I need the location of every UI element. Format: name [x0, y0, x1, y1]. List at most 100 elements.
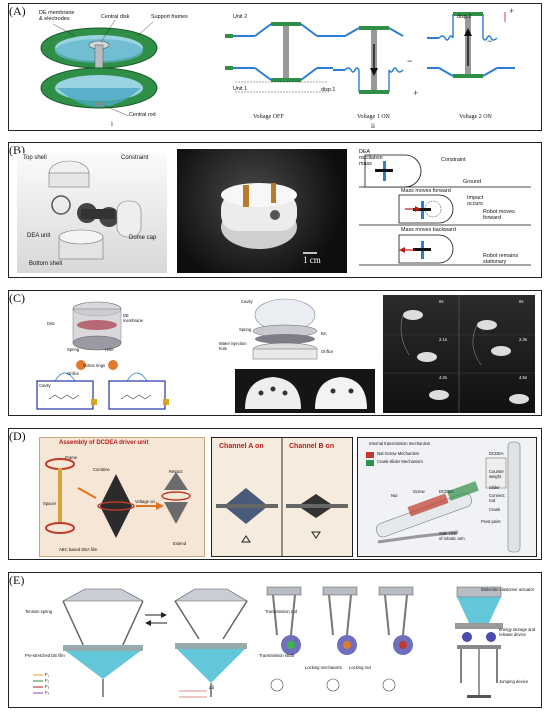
label-itm: Internal transmission mechanism: [369, 441, 431, 446]
label-impact: Impact occurs: [467, 195, 484, 207]
label-jumping-device: Jumping device: [499, 679, 529, 684]
label-side-view: Side view of robotic arm: [439, 531, 465, 541]
label-support-frames: Support frames: [151, 14, 188, 20]
label-unit-1: Unit 1: [233, 86, 248, 92]
exploded-view-render: [17, 153, 167, 273]
label-disp-1: disp.1: [321, 87, 336, 93]
label-dea-osc-mass: DEA oscillation mass: [359, 149, 383, 167]
panel-e-tag: (E): [9, 573, 25, 587]
label-disp-2: disp.2: [457, 14, 472, 20]
panel-d-tag: (D): [9, 429, 26, 443]
label-slider: Slider: [489, 485, 500, 490]
label-constraint: Constraint: [121, 155, 149, 161]
label-robot-forward: Robot moves forward: [483, 209, 515, 221]
jet-cylinder-schematic: [36, 301, 169, 410]
label-voltage-off: Voltage OFF: [253, 114, 284, 120]
label-constraint-2: Constraint: [441, 157, 466, 163]
dome-photos: [235, 369, 375, 413]
label-de-membrane: DE membrane & electrodes: [39, 10, 75, 22]
label-c-orifice-2: Orifice: [321, 349, 334, 354]
label-c-vortex: Vortex rings: [83, 363, 106, 368]
label-crank-slider: Crank-Slider Mechanism: [377, 459, 423, 464]
time-label-1: 0s: [439, 299, 444, 304]
label-c-orifice: Orifice: [67, 371, 80, 376]
label-channel-a: Channel A on: [219, 443, 264, 450]
assembly-box: [39, 437, 205, 557]
voltage-states-diagram: [225, 12, 515, 94]
label-retract: Retract: [169, 469, 183, 474]
label-voltage-on: Voltage on: [135, 499, 155, 504]
label-transmission-shaft: Transmission shaft: [259, 653, 294, 658]
jumping-device-diagram: [455, 586, 503, 698]
label-c-hole: Hole: [105, 347, 114, 352]
label-extend: Extend: [173, 541, 187, 546]
label-nut-screw: Nut-Screw Mechanism: [377, 451, 420, 456]
swim-timelapse: [383, 295, 535, 413]
jump-actuator-diagram: [33, 588, 249, 698]
label-screw: Screw: [413, 489, 425, 494]
label-prestretched-film: Pre-stretched DE film: [25, 653, 65, 658]
legend-f4: F₄: [45, 690, 50, 695]
panel-e: (E) Tension spring Pre-stretched DE film…: [8, 572, 542, 708]
label-minus-2: −: [487, 36, 493, 46]
label-locking-mechanism: Locking mechanism: [305, 665, 343, 670]
label-robot-stationary: Robot remains stationary: [483, 253, 519, 265]
label-c-ba: BA: [321, 331, 327, 336]
crank-linkage-diagram: [266, 586, 414, 692]
panel-c-tag: (C): [9, 291, 25, 305]
label-dome-cap: Dome cap: [129, 235, 157, 241]
time-label-4: 2.3s: [519, 337, 527, 342]
label-voltage-2-on: Voltage 2 ON: [459, 114, 492, 120]
label-abc-film: ABC based DEA film: [59, 547, 98, 552]
label-ground: Ground: [463, 179, 481, 185]
legend-f2: F₂: [45, 678, 50, 683]
label-mass-backward: Mass moves backward: [401, 227, 456, 233]
time-label-6: 4.5s: [519, 375, 527, 380]
panel-a: (A) DE membrane & electrodes Central dis…: [8, 3, 542, 131]
label-pivot: Pivot point: [481, 519, 501, 524]
locomotion-schematic: [359, 154, 531, 266]
dome-exploded-view: [252, 298, 318, 360]
label-plus-2: +: [509, 6, 515, 16]
panel-b: (B) Top shell Constraint DEA unit Dome c…: [8, 142, 542, 278]
label-nut: Nut: [391, 493, 398, 498]
label-c-water-injection: Water injection hole: [219, 341, 247, 351]
label-dcdea: DCDEA: [489, 451, 504, 456]
label-c-cavity-2: Cavity: [241, 299, 253, 304]
label-dcdea-2: DCDEA: [439, 489, 454, 494]
label-central-disk: Central disk: [101, 14, 130, 20]
label-mass-forward: Mass moves forward: [401, 188, 451, 194]
label-unit-2: Unit 2: [233, 14, 248, 20]
label-sub-i: i: [111, 120, 113, 128]
label-dea-unit: DEA unit: [27, 233, 51, 239]
label-counter-weight: Counter weight: [489, 469, 504, 479]
label-crank: Crank: [489, 507, 501, 512]
label-c-de-membrane: DE membrane: [123, 313, 144, 323]
label-c-spring-2: Spring: [239, 327, 252, 332]
channel-photos: [211, 437, 353, 557]
robot-photo: [177, 149, 347, 273]
label-connect-rod: Connect rod: [489, 493, 505, 503]
label-assembly: Assembly of DCDEA driver unit: [59, 440, 149, 446]
label-spacer: Spacer: [43, 501, 57, 506]
label-c-cavity: Cavity: [39, 383, 51, 388]
label-energy-storage: energy storage and release device: [499, 627, 536, 637]
label-bottom-shell: Bottom shell: [29, 261, 63, 267]
label-voltage-1-on: Voltage 1 ON: [357, 114, 390, 120]
time-label-2: 0s: [519, 299, 524, 304]
label-locking-rod: Locking rod: [349, 665, 371, 670]
label-sub-ii: ii: [371, 122, 375, 130]
time-label-5: 4.2s: [439, 375, 447, 380]
time-label-3: 2.1s: [439, 337, 447, 342]
label-plus-1: +: [413, 88, 419, 98]
panel-c: (C) DE membrane Disc Spring Hole Vortex …: [8, 290, 542, 416]
label-de-actuator: Dielectric elastomer actuator: [481, 587, 535, 592]
label-channel-b: Channel B on: [289, 443, 335, 450]
panel-a-tag: (A): [9, 4, 26, 18]
panel-d: (D) Assembly of DCDEA driver unit Frame …: [8, 428, 542, 560]
label-combine: Combine: [93, 467, 110, 472]
label-tension-spring: Tension spring: [25, 609, 53, 614]
label-minus-1: −: [407, 56, 413, 66]
label-transmission-rod: Transmission rod: [265, 609, 297, 614]
transmission-box: [357, 437, 537, 557]
